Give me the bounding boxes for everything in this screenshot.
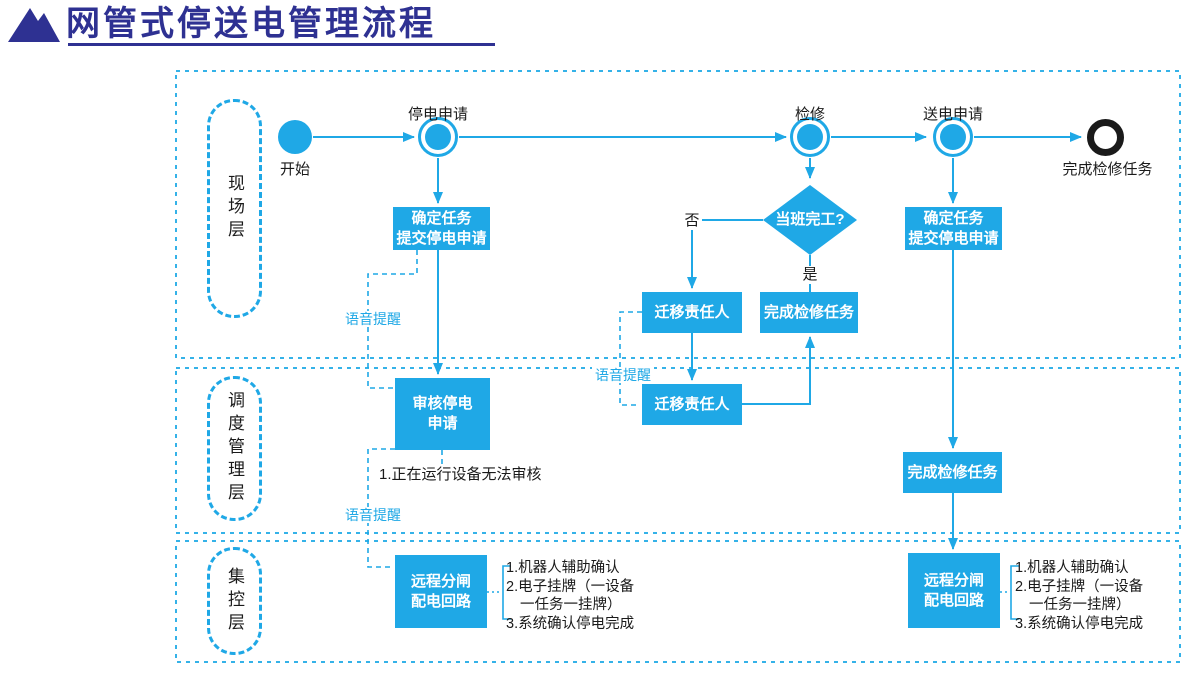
voice-reminder-label-1: 语音提醒 xyxy=(342,311,404,327)
remote-notes-right-line-2: 2.电子挂牌（一设备 xyxy=(1015,578,1144,595)
box-remote-switch-left: 远程分闸 配电回路 xyxy=(395,555,487,628)
lane-central-frame xyxy=(175,540,1181,663)
send-request-node xyxy=(933,117,973,157)
notes-bracket-left xyxy=(502,565,511,620)
lane-label-field: 现场层 xyxy=(207,99,262,318)
remote-notes-right-line-4: 3.系统确认停电完成 xyxy=(1015,615,1144,632)
arrow-migrate-2-to-complete-1 xyxy=(742,336,815,405)
dashed-migrate-1-to-migrate-2 xyxy=(619,311,642,406)
voice-reminder-label-2: 语音提醒 xyxy=(342,507,404,523)
box-review-stop-request: 审核停电 申请 xyxy=(395,378,490,450)
page-title: 网管式停送电管理流程 xyxy=(66,5,436,43)
stop-request-node-inner xyxy=(425,124,451,150)
voice-reminder-label-3: 语音提醒 xyxy=(592,367,654,383)
remote-notes-right-line-1: 1.机器人辅助确认 xyxy=(1015,560,1129,576)
review-note: 1.正在运行设备无法审核 xyxy=(379,466,542,483)
lane-label-dispatch: 调度管理层 xyxy=(207,376,262,521)
overhaul-node xyxy=(790,117,830,157)
lane-label-central: 集控层 xyxy=(207,547,262,655)
remote-notes-left-line-3: 一任务一挂牌） xyxy=(520,597,622,613)
box-migrate-responsible-1: 迁移责任人 xyxy=(642,292,742,333)
send-request-node-label: 送电申请 xyxy=(922,106,983,123)
end-node-label: 完成检修任务 xyxy=(1062,161,1153,178)
remote-notes-right-line-3: 一任务一挂牌） xyxy=(1029,597,1131,613)
title-underline xyxy=(68,43,495,46)
remote-notes-left-line-2: 2.电子挂牌（一设备 xyxy=(506,578,635,595)
mountain-logo-icon xyxy=(8,8,60,42)
box-confirm-task-left: 确定任务 提交停电申请 xyxy=(393,207,490,250)
arrow-decision-no-to-migrate-1 xyxy=(687,219,763,289)
lane-field-frame xyxy=(175,70,1181,359)
remote-notes-left-line-1: 1.机器人辅助确认 xyxy=(506,560,620,576)
box-remote-switch-right: 远程分闸 配电回路 xyxy=(908,553,1000,628)
start-node-label: 开始 xyxy=(279,161,310,178)
remote-notes-left: 1.机器人辅助确认 2.电子挂牌（一设备 一任务一挂牌） 3.系统确认停电完成 xyxy=(506,559,634,633)
box-confirm-task-right: 确定任务 提交停电申请 xyxy=(905,207,1002,250)
lane-label-central-text: 集控层 xyxy=(225,566,244,636)
remote-notes-right: 1.机器人辅助确认 2.电子挂牌（一设备 一任务一挂牌） 3.系统确认停电完成 xyxy=(1015,559,1143,633)
remote-notes-left-line-4: 3.系统确认停电完成 xyxy=(506,615,635,632)
box-complete-overhaul-2: 完成检修任务 xyxy=(903,452,1002,493)
lane-label-dispatch-text: 调度管理层 xyxy=(225,391,244,506)
lane-label-field-text: 现场层 xyxy=(225,174,244,243)
edge-label-yes: 是 xyxy=(801,266,819,284)
overhaul-node-label: 检修 xyxy=(794,106,825,123)
overhaul-node-inner xyxy=(797,124,823,150)
stop-request-node xyxy=(418,117,458,157)
dashed-confirm-left-to-review xyxy=(367,250,418,389)
end-node xyxy=(1087,119,1124,156)
decision-label: 当班完工? xyxy=(775,211,845,228)
box-migrate-responsible-2: 迁移责任人 xyxy=(642,384,742,425)
decision-diamond-shape xyxy=(763,185,857,255)
stop-request-node-label: 停电申请 xyxy=(407,106,468,123)
send-request-node-inner xyxy=(940,124,966,150)
edge-label-no: 否 xyxy=(682,212,702,230)
start-node xyxy=(278,120,312,154)
notes-bracket-right xyxy=(1010,565,1019,620)
box-complete-overhaul-1: 完成检修任务 xyxy=(760,292,858,333)
